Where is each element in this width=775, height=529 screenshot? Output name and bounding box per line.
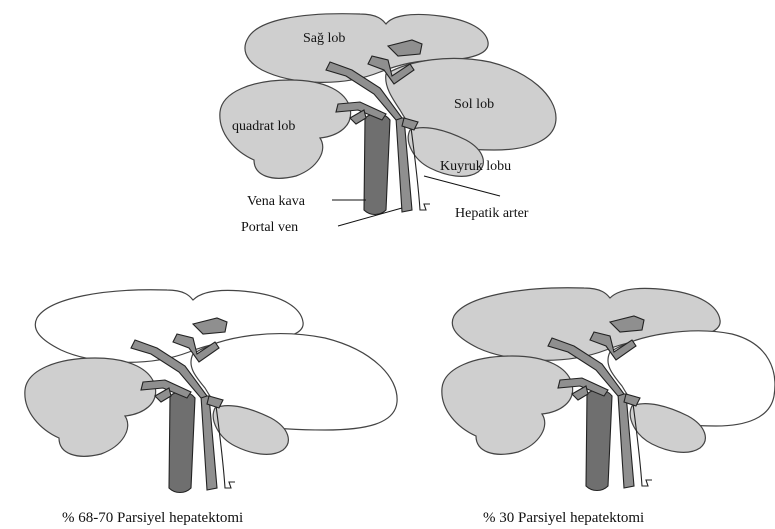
label-quadrate-lobe: quadrat lob [232,119,295,134]
bottom-left-liver-diagram [25,290,397,493]
bottom-right-liver-diagram [442,288,775,491]
label-left-lobe: Sol lob [454,97,494,112]
label-portal-vein: Portal ven [241,220,298,235]
label-right-lobe: Sağ lob [303,31,345,46]
top-liver-diagram: Sağ lob Sol lob quadrat lob Kuyruk lobu … [220,14,556,235]
label-hepatic-artery: Hepatik arter [455,206,529,221]
label-caudate-lobe: Kuyruk lobu [440,159,511,174]
label-vena-cava: Vena kava [247,194,306,209]
caption-68-70-percent: % 68-70 Parsiyel hepatektomi [62,510,243,526]
caption-30-percent: % 30 Parsiyel hepatektomi [483,510,644,526]
